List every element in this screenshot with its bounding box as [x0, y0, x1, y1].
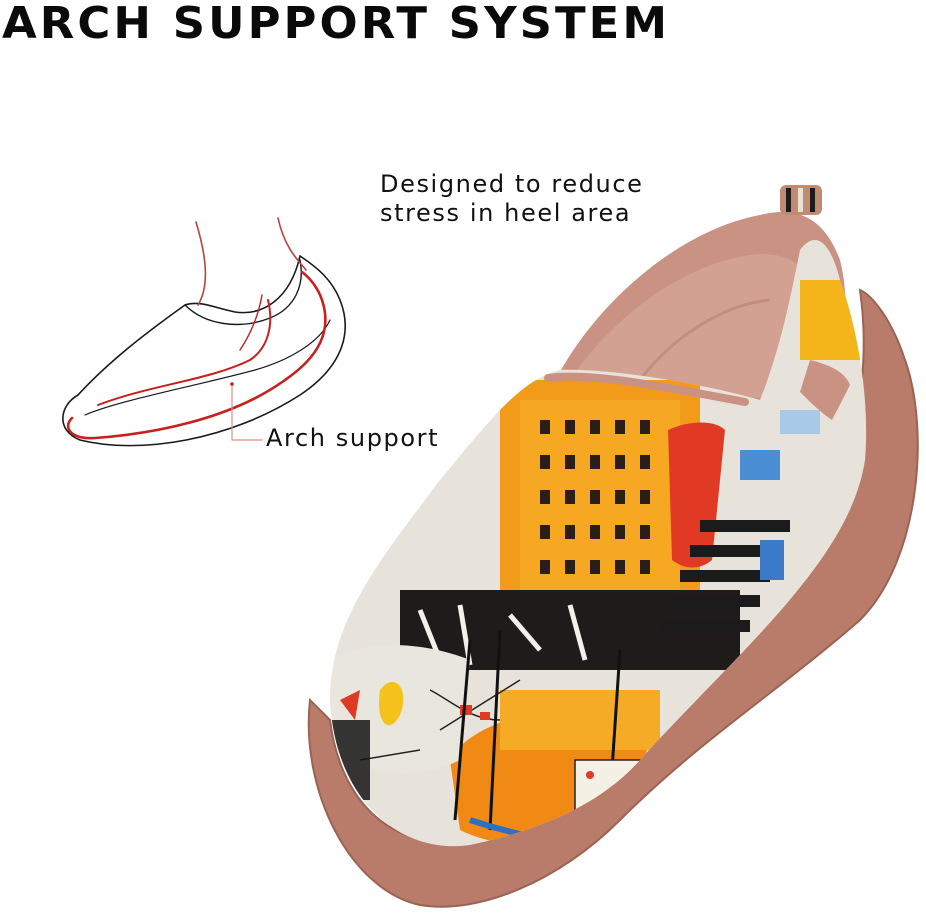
page-title: ARCH SUPPORT SYSTEM [2, 0, 671, 49]
heel-callout-line-2: stress in heel area [380, 199, 632, 227]
heel-callout: Designed to reduce stress in heel area [380, 170, 644, 228]
arch-callout: Arch support [266, 424, 440, 452]
heel-callout-line-1: Designed to reduce [380, 170, 644, 198]
